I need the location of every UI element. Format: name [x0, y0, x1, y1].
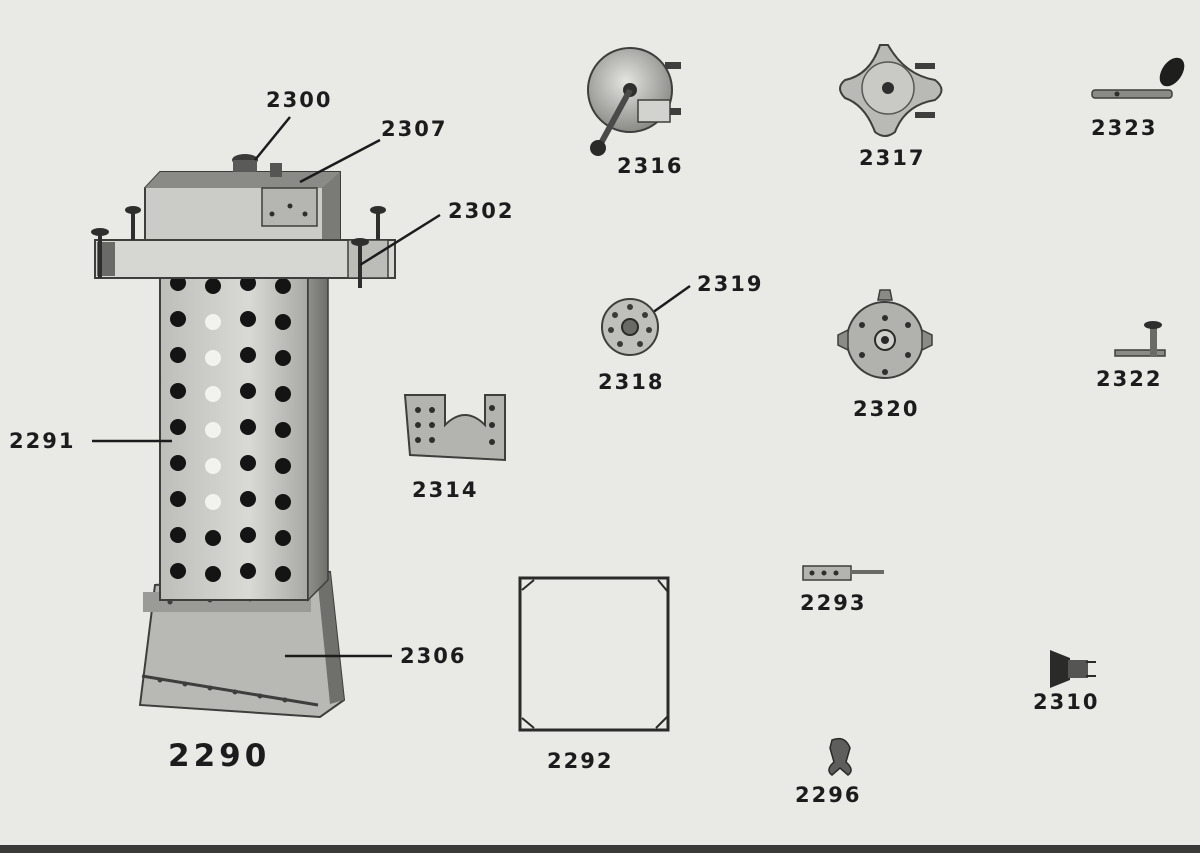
tower-assembly	[91, 154, 396, 719]
label-2319: 2319	[697, 272, 764, 296]
label-2323: 2323	[1091, 116, 1158, 140]
label-2296: 2296	[795, 783, 862, 807]
cross-bar	[94, 239, 396, 279]
label-2290: 2290	[168, 738, 271, 774]
plate-bottom-border	[0, 845, 1200, 853]
label-2318: 2318	[598, 370, 665, 394]
label-2292: 2292	[547, 749, 614, 773]
column-hole	[205, 278, 221, 294]
label-2316: 2316	[617, 154, 684, 178]
column-hole	[275, 494, 291, 510]
column-hole	[170, 563, 186, 579]
tower-base-strip	[141, 674, 319, 707]
column-holes	[170, 275, 291, 582]
label-2307: 2307	[381, 117, 448, 141]
column-hole	[275, 278, 291, 294]
column-hole	[205, 350, 221, 366]
column-hole	[205, 386, 221, 402]
label-2300: 2300	[266, 88, 333, 112]
wing-nuts	[91, 206, 386, 288]
top-post	[270, 163, 282, 177]
column-hole	[275, 566, 291, 582]
column-hole	[240, 419, 256, 435]
column-hole	[275, 386, 291, 402]
column-hole	[205, 458, 221, 474]
column-hole	[240, 455, 256, 471]
crank-handle-small	[1114, 321, 1166, 357]
tower-base-side	[318, 572, 344, 704]
four-lobe-plate	[839, 44, 943, 137]
column-hole	[240, 491, 256, 507]
top-knob-stem	[233, 160, 257, 172]
cone-fitting	[1050, 650, 1096, 688]
label-2302: 2302	[448, 199, 515, 223]
label-2306: 2306	[400, 644, 467, 668]
leader-lines	[92, 116, 691, 658]
crank-handle-large	[1091, 57, 1185, 99]
label-2291: 2291	[9, 429, 76, 453]
label-2322: 2322	[1096, 367, 1163, 391]
column-hole	[275, 458, 291, 474]
column-hole	[170, 347, 186, 363]
column-hole	[205, 314, 221, 330]
column-hole	[205, 566, 221, 582]
perforated-column-side	[307, 256, 329, 602]
column-hole	[205, 422, 221, 438]
column-hole	[205, 530, 221, 546]
column-hole	[275, 314, 291, 330]
small-strip	[802, 565, 884, 581]
column-hole	[240, 311, 256, 327]
column-hole	[170, 527, 186, 543]
square-frame	[518, 576, 670, 732]
crank-disc	[587, 47, 681, 156]
label-2293: 2293	[800, 591, 867, 615]
u-bracket	[403, 394, 506, 462]
tower-head-top	[145, 172, 340, 188]
column-hole	[240, 383, 256, 399]
pulley-wheel	[601, 298, 659, 356]
column-hole	[170, 419, 186, 435]
flanged-plate	[837, 289, 933, 379]
column-hole	[170, 491, 186, 507]
label-2310: 2310	[1033, 690, 1100, 714]
column-hole	[240, 347, 256, 363]
column-hole	[275, 530, 291, 546]
column-hole	[240, 563, 256, 579]
column-hole	[170, 383, 186, 399]
label-2317: 2317	[859, 146, 926, 170]
column-hole	[170, 311, 186, 327]
column-hole	[170, 455, 186, 471]
column-hole	[205, 494, 221, 510]
label-2314: 2314	[412, 478, 479, 502]
label-2320: 2320	[853, 397, 920, 421]
wing-nut-part	[828, 737, 852, 776]
column-hole	[275, 422, 291, 438]
column-hole	[275, 350, 291, 366]
column-hole	[240, 527, 256, 543]
